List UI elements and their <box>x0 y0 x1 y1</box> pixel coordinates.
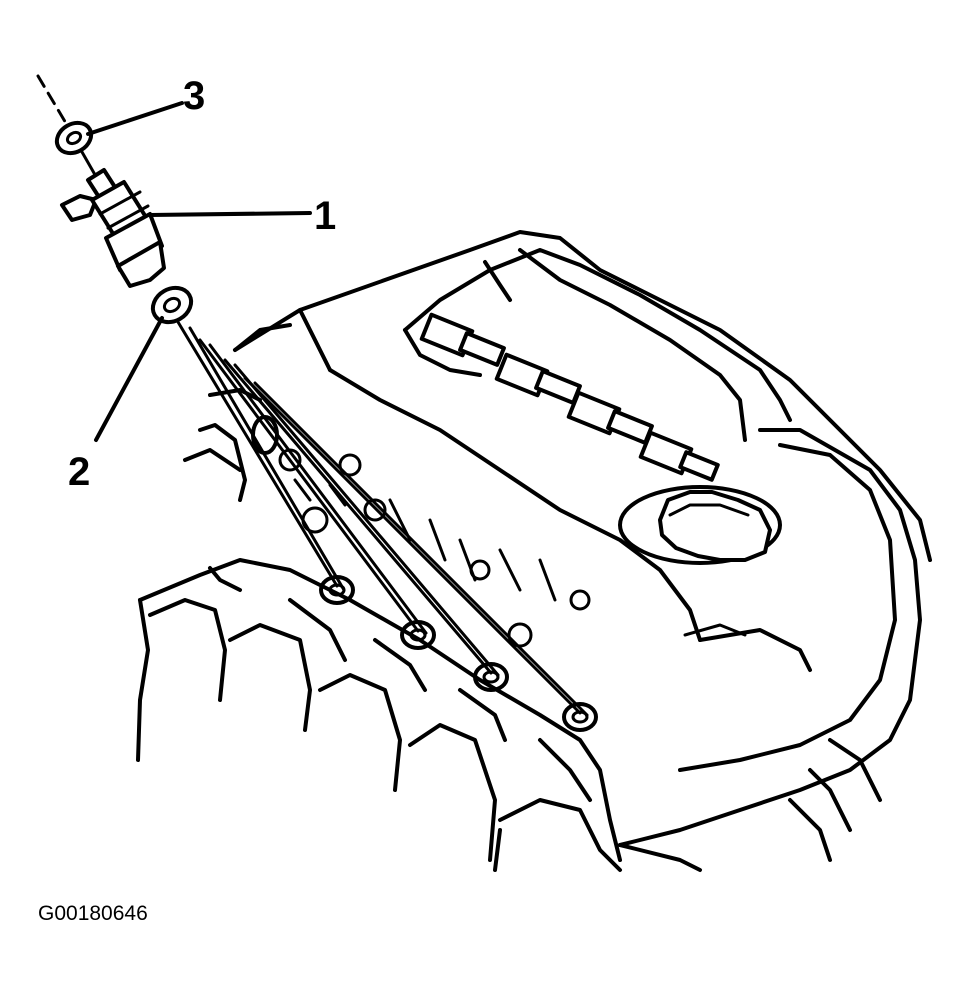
callout-leaders <box>86 101 312 442</box>
retaining-nut <box>54 120 94 156</box>
bore-2 <box>400 620 436 650</box>
oil-filler-cap <box>618 485 782 565</box>
installation-lines <box>176 320 589 717</box>
callout-2-label: 2 <box>68 450 91 494</box>
lower-gasket <box>150 285 194 325</box>
cylinder-head <box>233 230 932 862</box>
intake-manifold <box>136 558 702 872</box>
ignition-coils <box>419 312 720 482</box>
leader-3 <box>86 101 184 136</box>
glow-plug <box>60 168 166 288</box>
glow-plug-assembly <box>36 74 194 325</box>
engine-block-left <box>183 323 591 648</box>
leader-1 <box>148 211 312 217</box>
figure-id: G00180646 <box>38 902 148 925</box>
callout-1-label: 1 <box>314 194 337 238</box>
leader-2 <box>94 316 164 442</box>
callout-3-label: 3 <box>183 74 206 118</box>
